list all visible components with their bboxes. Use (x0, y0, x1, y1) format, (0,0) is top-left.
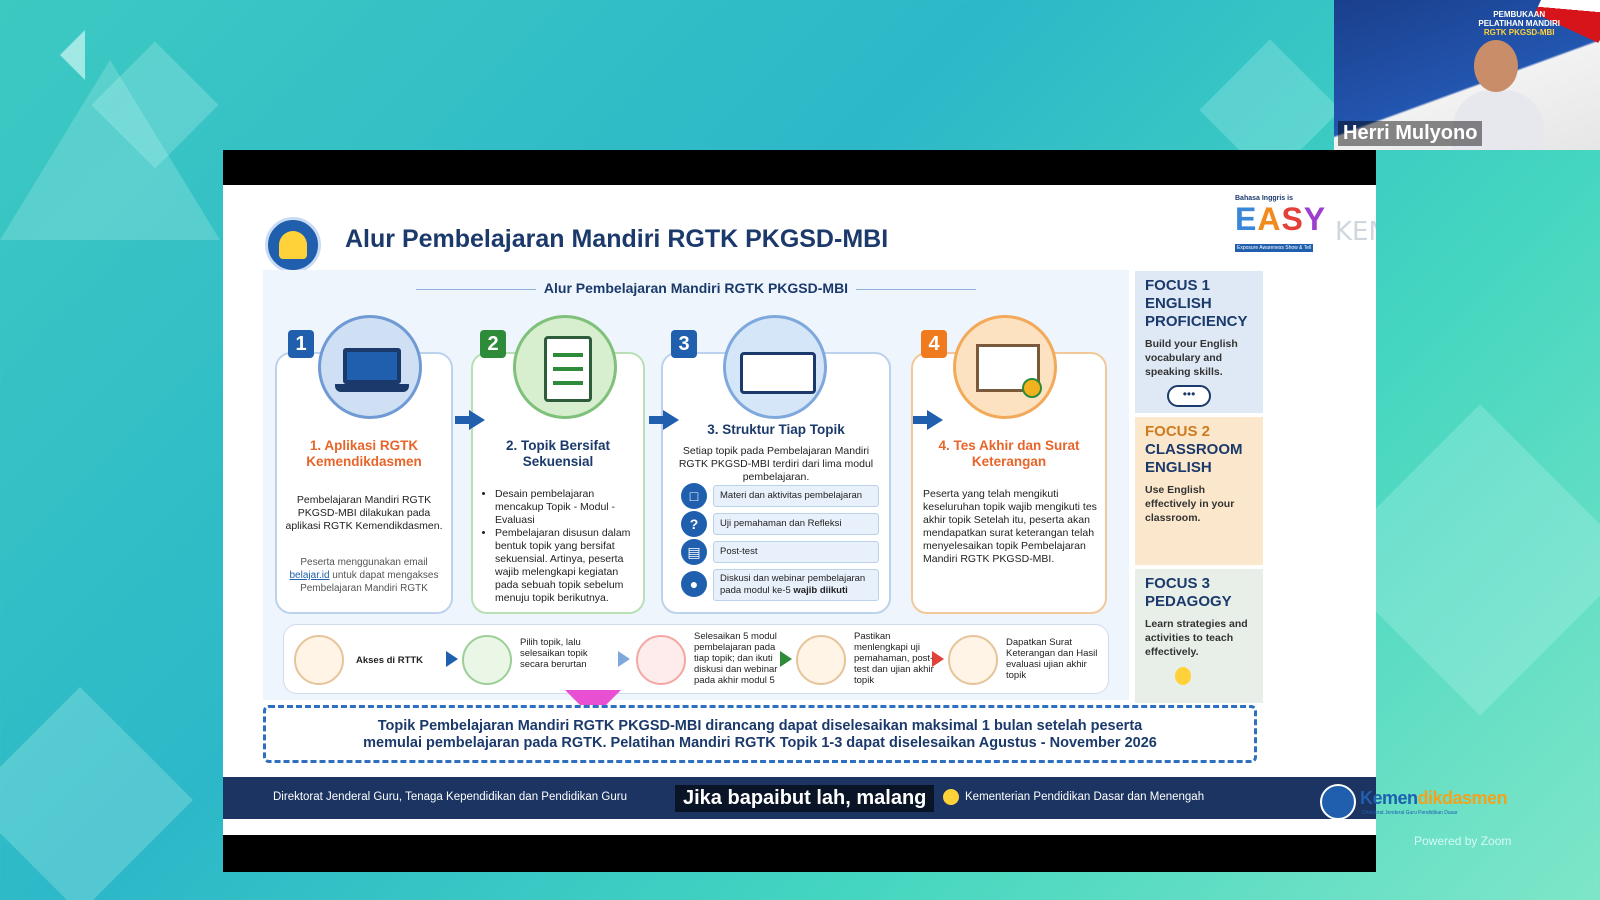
module-item: Diskusi dan webinar pembelajaran pada mo… (713, 569, 879, 601)
arrow-right-icon (932, 651, 944, 667)
step-3-title: 3. Struktur Tiap Topik (707, 422, 845, 437)
checklist-illustration-icon (513, 315, 617, 419)
clipboard-icon (796, 635, 846, 685)
clipboard-icon: ▤ (681, 539, 707, 565)
step-4-body: Peserta yang telah mengikuti keseluruhan… (923, 488, 1097, 565)
question-icon: ? (681, 511, 707, 537)
focus-2-panel: FOCUS 2 CLASSROOM ENGLISH Use English ef… (1135, 417, 1263, 565)
arrow-right-icon (446, 651, 458, 667)
slide-title: Alur Pembelajaran Mandiri RGTK PKGSD-MBI (345, 225, 889, 253)
vertical-watermark-label: KEMENDIKDASMEN (1335, 217, 1376, 247)
step-badge-1: 1 (288, 330, 314, 358)
certificate-icon (948, 635, 998, 685)
footer-ministry: Kementerian Pendidikan Dasar dan Menenga… (965, 791, 1205, 803)
arrow-right-icon (618, 651, 630, 667)
speech-bubble-icon: ••• (1167, 385, 1211, 407)
certificate-illustration-icon (953, 315, 1057, 419)
participant-video-tile[interactable]: PEMBUKAAN PELATIHAN MANDIRI RGTK PKGSD-M… (1334, 0, 1600, 150)
step-2-body: Desain pembelajaran mencakup Topik - Mod… (483, 488, 639, 605)
participant-name-label: Herri Mulyono (1338, 121, 1483, 146)
step-2-title: 2. Topik Bersifat Sekuensial (505, 438, 611, 469)
participant-body (1452, 90, 1544, 150)
arrow-right-icon (780, 651, 792, 667)
powered-by-zoom: Powered by Zoom (1414, 834, 1512, 848)
shared-screen: Alur Pembelajaran Mandiri RGTK PKGSD-MBI… (223, 150, 1376, 872)
flow-step-3: Selesaikan 5 modul pembelajaran pada tia… (694, 631, 778, 686)
arrow-right-icon (455, 410, 485, 430)
step-1-title: 1. Aplikasi RGTK Kemendikdasmen (306, 438, 422, 469)
step-4-title: 4. Tes Akhir dan Surat Keterangan (938, 438, 1080, 469)
completion-note-box: Topik Pembelajaran Mandiri RGTK PKGSD-MB… (263, 705, 1257, 763)
tut-wuri-logo-icon (265, 217, 321, 273)
footer-directorate: Direktorat Jenderal Guru, Tenaga Kependi… (273, 791, 627, 803)
ministry-logo-icon (943, 789, 959, 805)
bg-triangle (0, 60, 220, 240)
focus-1-panel: FOCUS 1 ENGLISH PROFICIENCY Build your E… (1135, 271, 1263, 413)
step-badge-4: 4 (921, 330, 947, 358)
infographic-panel: Alur Pembelajaran Mandiri RGTK PKGSD-MBI… (263, 270, 1129, 700)
book-icon: □ (681, 483, 707, 509)
module-item: Uji pemahaman dan Refleksi (713, 513, 879, 535)
step-3-body: Setiap topik pada Pembelajaran Mandiri R… (678, 445, 874, 483)
video-background-banner: PEMBUKAAN PELATIHAN MANDIRI RGTK PKGSD-M… (1478, 10, 1560, 37)
ministry-emblem-icon (1320, 784, 1356, 820)
participant-face (1474, 40, 1518, 92)
presentation-slide: Alur Pembelajaran Mandiri RGTK PKGSD-MBI… (223, 185, 1376, 835)
arrow-right-icon (649, 410, 679, 430)
bg-diamond (0, 686, 194, 900)
flow-step-1: Akses di RTTK (356, 655, 424, 666)
flow-step-5: Dapatkan Surat Keterangan dan Hasil eval… (1006, 637, 1098, 681)
lightbulb-icon (1175, 667, 1191, 685)
live-caption: Jika bapaibut lah, malang (675, 785, 935, 812)
focus-3-panel: FOCUS 3 PEDAGOGY Learn strategies and ac… (1135, 569, 1263, 703)
flow-strip: Akses di RTTK Pilih topik, lalu selesaik… (283, 624, 1109, 694)
book-illustration-icon (723, 315, 827, 419)
flow-step-4: Pastikan menlengkapi uji pemahaman, post… (854, 631, 934, 686)
step-1-note: Peserta menggunakan email belajar.id unt… (289, 557, 439, 594)
arrow-right-icon (913, 410, 943, 430)
people-icon: ● (681, 571, 707, 597)
infographic-heading: Alur Pembelajaran Mandiri RGTK PKGSD-MBI (263, 280, 1129, 296)
step-badge-3: 3 (671, 330, 697, 358)
step-1-body: Pembelajaran Mandiri RGTK PKGSD-MBI dila… (285, 494, 443, 532)
book-icon (636, 635, 686, 685)
laptop-illustration-icon (318, 315, 422, 419)
module-item: Materi dan aktivitas pembelajaran (713, 485, 879, 507)
module-item: Post-test (713, 541, 879, 563)
checklist-icon (462, 635, 512, 685)
step-badge-2: 2 (480, 330, 506, 358)
laptop-icon (294, 635, 344, 685)
flow-step-2: Pilih topik, lalu selesaikan topik secar… (520, 637, 588, 670)
belajar-id-link[interactable]: belajar.id (289, 570, 330, 581)
bg-arrow-shape (60, 30, 85, 80)
easy-logo: Bahasa Inggris is EASY Exposure Awarenes… (1235, 195, 1327, 252)
